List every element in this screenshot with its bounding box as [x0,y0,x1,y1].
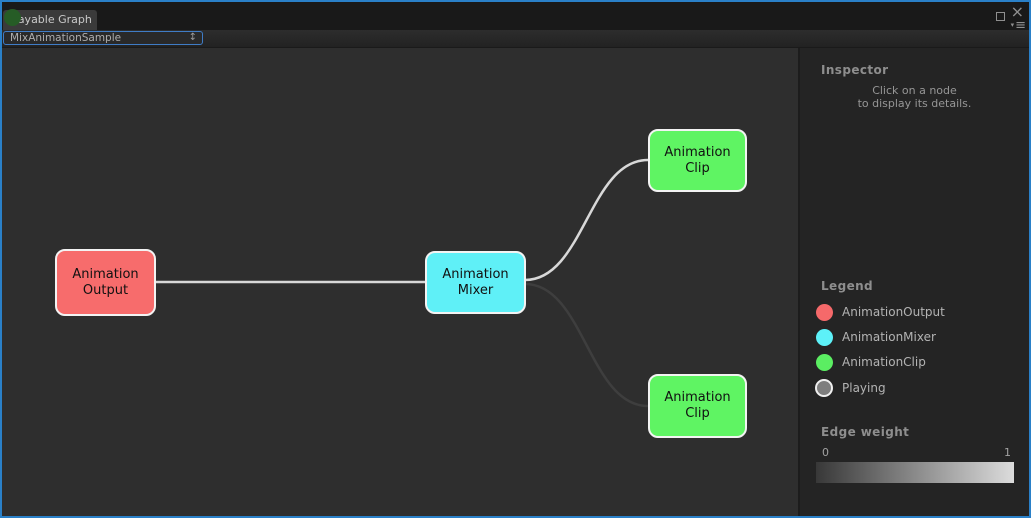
legend-item-animation-output: AnimationOutput [816,302,1021,322]
node-label-line: Output [82,282,129,298]
edge-mixer-to-clip-bottom [524,282,649,408]
graph-selector-dropdown[interactable]: MixAnimationSample ↕ [3,31,203,45]
node-label-line: Animation [442,266,509,282]
node-label-line: Animation [664,144,731,160]
legend-label: AnimationOutput [842,305,945,319]
inspector-panel: Inspector Click on a node to display its… [798,48,1029,516]
inspector-hint-line2: to display its details. [857,97,972,110]
legend-circle-icon [816,353,833,371]
node-animation-output[interactable]: Animation Output [55,249,156,316]
graph-selector-value: MixAnimationSample [10,32,122,44]
legend-label: AnimationClip [842,355,926,369]
node-animation-clip-top[interactable]: Animation Clip [648,129,747,192]
legend-item-animation-mixer: AnimationMixer [816,327,1021,347]
inspector-hint-line1: Click on a node [872,84,957,97]
edge-weight-max-label: 1 [1004,446,1011,459]
legend-label: AnimationMixer [842,330,936,344]
legend-circle-icon [815,379,833,397]
node-label-line: Mixer [457,282,494,298]
menu-caret-icon: ▾ [1010,21,1015,29]
green-dot-icon [4,9,21,26]
edge-mixer-to-clip-top [524,158,649,282]
dropdown-arrows-icon: ↕ [188,32,197,43]
edge-weight-title: Edge weight [821,425,910,439]
edge-weight-min-label: 0 [822,446,829,459]
node-label-line: Clip [685,160,710,176]
title-bar: Playable Graph × ▾≡ [2,2,1029,33]
tab-playable-graph[interactable]: Playable Graph [3,10,97,30]
node-label-line: Animation [72,266,139,282]
close-icon[interactable]: × [1010,2,1024,21]
legend-label: Playing [842,381,886,395]
node-animation-clip-bottom[interactable]: Animation Clip [648,374,747,438]
edge-weight-gradient-bar [816,462,1014,483]
legend-item-playing: Playing [815,378,1021,398]
toolbar: MixAnimationSample ↕ [2,30,1029,48]
graph-canvas[interactable]: Animation Output Animation Mixer Animati… [2,48,798,516]
node-animation-mixer[interactable]: Animation Mixer [425,251,526,314]
inspector-title: Inspector [821,63,889,77]
legend-item-animation-clip: AnimationClip [816,352,1021,372]
legend-circle-icon [816,328,833,346]
window-menu-icon[interactable]: ▾≡ [1010,18,1026,33]
hamburger-icon: ≡ [1015,18,1026,33]
legend-title: Legend [821,279,874,293]
node-label-line: Animation [664,390,731,405]
node-label-line: Clip [685,406,710,421]
maximize-icon[interactable] [996,12,1005,21]
edges-layer [155,158,649,408]
edge-weight-scale: 0 1 [822,446,1011,459]
legend-circle-icon [816,303,833,321]
